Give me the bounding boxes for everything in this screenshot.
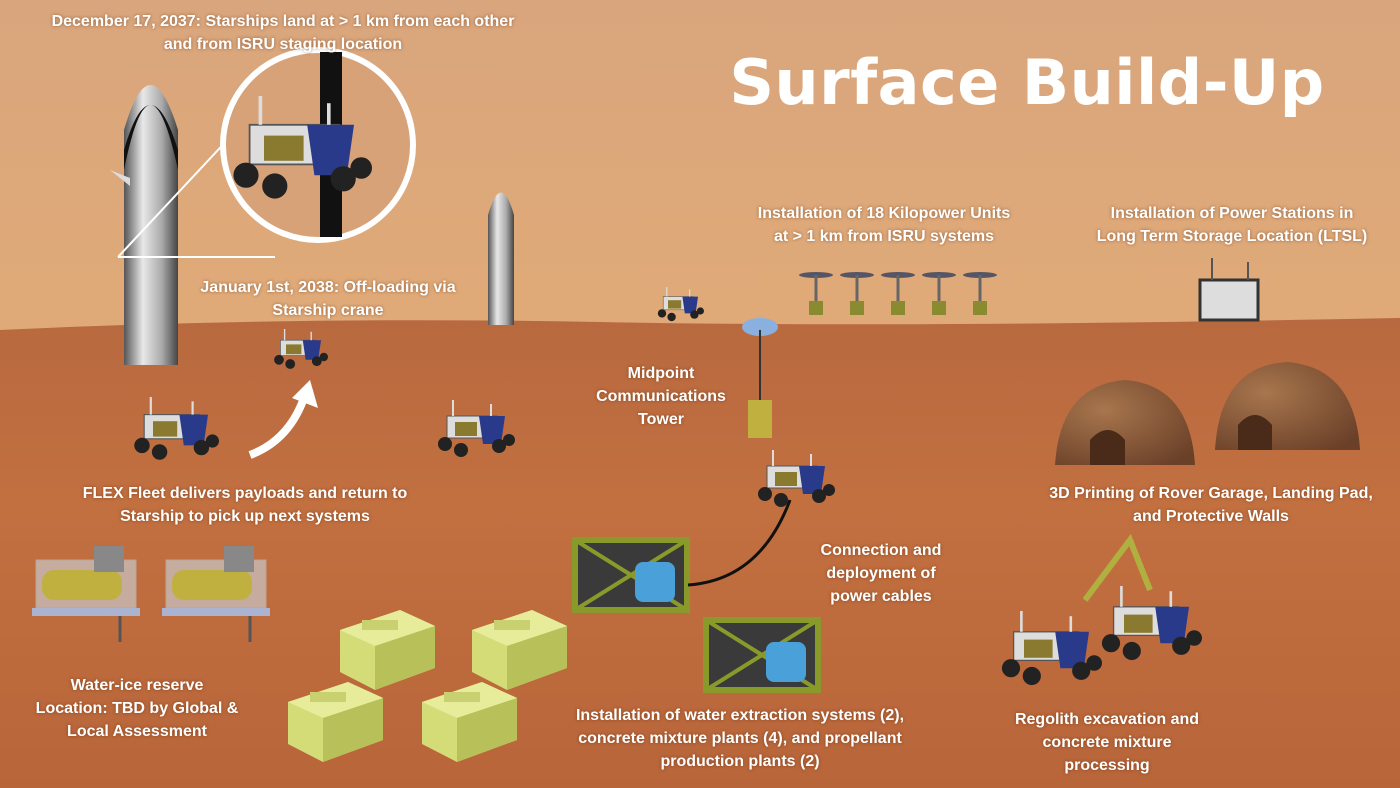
label-regolith: Regolith excavation and concrete mixture… bbox=[1015, 708, 1199, 777]
label-water-ice: Water-ice reserve Location: TBD by Globa… bbox=[36, 674, 239, 743]
page-title: Surface Build-Up bbox=[729, 46, 1325, 119]
starship-large bbox=[110, 85, 178, 365]
label-line: December 17, 2037: Starships land at > 1… bbox=[51, 13, 515, 30]
label-line: processing bbox=[1064, 757, 1150, 774]
label-line: Regolith excavation and bbox=[1014, 711, 1200, 728]
label-starships-land: December 17, 2037: Starships land at > 1… bbox=[52, 10, 515, 56]
label-line: production plants (2) bbox=[660, 753, 820, 770]
label-line: concrete mixture plants (4), and propell… bbox=[578, 730, 902, 747]
arrow-icon bbox=[248, 393, 309, 459]
label-line: Water-ice reserve bbox=[70, 677, 204, 694]
label-line: concrete mixture bbox=[1042, 734, 1172, 751]
label-power-cables: Connection and deployment of power cable… bbox=[821, 539, 942, 608]
label-line: and from ISRU staging location bbox=[163, 36, 403, 53]
label-line: Tower bbox=[638, 411, 684, 428]
label-power-stations: Installation of Power Stations in Long T… bbox=[1097, 202, 1368, 248]
label-line: Starship crane bbox=[272, 302, 384, 319]
label-3d-printing: 3D Printing of Rover Garage, Landing Pad… bbox=[1049, 482, 1373, 528]
label-line: Midpoint bbox=[627, 365, 695, 382]
label-line: at > 1 km from ISRU systems bbox=[773, 228, 995, 245]
label-line: 3D Printing of Rover Garage, Landing Pad… bbox=[1049, 485, 1373, 502]
label-line: Installation of 18 Kilopower Units bbox=[757, 205, 1011, 222]
label-line: January 1st, 2038: Off-loading via bbox=[200, 279, 456, 296]
label-line: Communications bbox=[596, 388, 726, 405]
label-flex-fleet: FLEX Fleet delivers payloads and return … bbox=[83, 482, 408, 528]
label-line: Starship to pick up next systems bbox=[120, 508, 370, 525]
label-line: Local Assessment bbox=[67, 723, 207, 740]
label-line: Location: TBD by Global & bbox=[35, 700, 239, 717]
label-offloading: January 1st, 2038: Off-loading via Stars… bbox=[200, 276, 455, 322]
label-line: Installation of Power Stations in bbox=[1110, 205, 1354, 222]
label-kilopower: Installation of 18 Kilopower Units at > … bbox=[758, 202, 1010, 248]
label-line: Installation of water extraction systems… bbox=[575, 707, 905, 724]
label-line: deployment of bbox=[826, 565, 936, 582]
label-line: Long Term Storage Location (LTSL) bbox=[1096, 228, 1368, 245]
starship-small bbox=[488, 192, 514, 325]
label-line: FLEX Fleet delivers payloads and return … bbox=[82, 485, 408, 502]
label-comms-tower: Midpoint Communications Tower bbox=[596, 362, 726, 431]
label-line: and Protective Walls bbox=[1133, 508, 1289, 525]
label-isru-installation: Installation of water extraction systems… bbox=[576, 704, 904, 773]
label-line: Connection and bbox=[820, 542, 942, 559]
label-line: power cables bbox=[830, 588, 932, 605]
